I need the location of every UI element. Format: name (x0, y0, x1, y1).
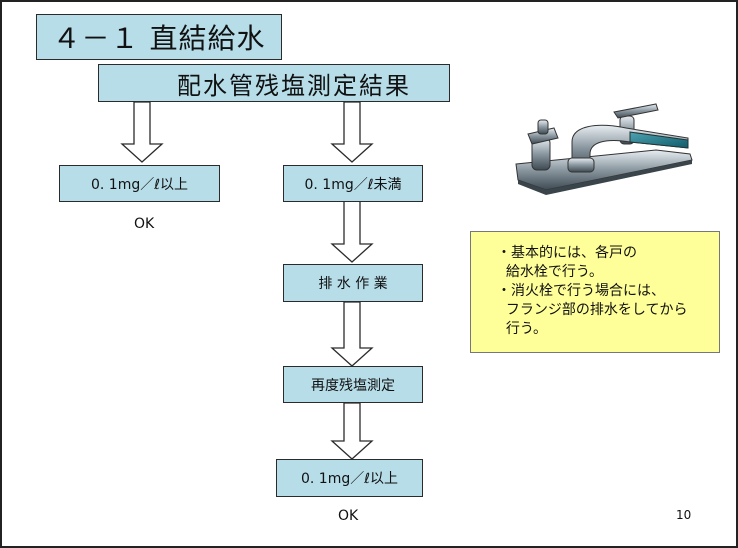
note-line: ・基本的には、各戸の (497, 245, 637, 261)
note-line: フランジ部の排水をしてから (497, 302, 688, 318)
drain-work-box: 排 水 作 業 (283, 264, 423, 302)
note-line: 給水栓で行う。 (497, 264, 604, 280)
left-ok-label: OK (134, 216, 155, 232)
final-ok-label: OK (338, 508, 359, 524)
remeasure-box: 再度残塩測定 (283, 366, 423, 403)
page-number: 10 (676, 508, 692, 522)
faucet-icon (515, 103, 693, 195)
arrow-down-right (330, 101, 374, 163)
note-line: 行う。 (497, 321, 548, 337)
note-box: ・基本的には、各戸の 給水栓で行う。 ・消火栓で行う場合には、 フランジ部の排水… (470, 231, 720, 353)
arrow-down-left (120, 101, 164, 163)
arrow-down-remeasure (330, 301, 374, 367)
result-header: 配水管残塩測定結果 (98, 64, 450, 102)
note-line: ・消火栓で行う場合には、 (497, 283, 665, 299)
arrow-down-drain (330, 199, 374, 263)
right-result-box: 0. 1mg／ℓ未満 (283, 165, 423, 202)
slide-title: ４－１ 直結給水 (36, 14, 282, 60)
final-result-box: 0. 1mg／ℓ以上 (276, 459, 423, 497)
arrow-down-final (330, 402, 374, 460)
left-result-box: 0. 1mg／ℓ以上 (59, 165, 220, 202)
